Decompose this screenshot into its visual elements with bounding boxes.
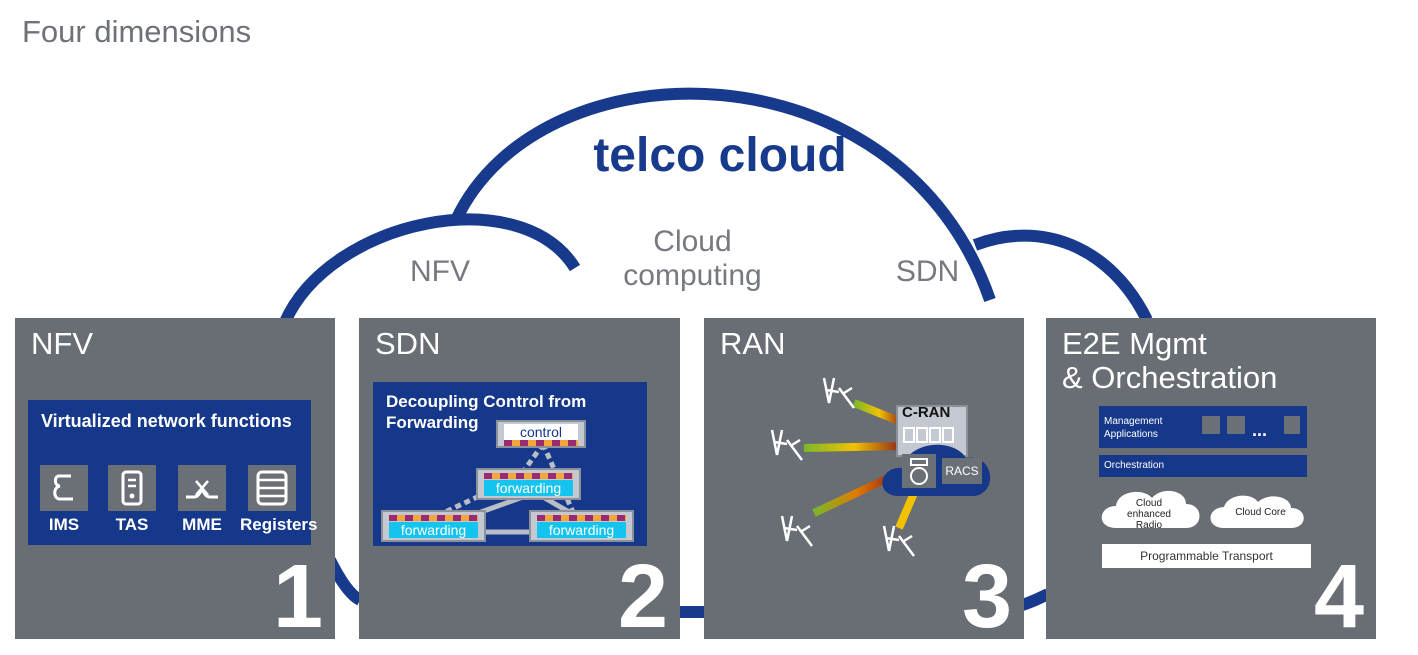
cloud-shapes: [1101, 490, 1304, 528]
vnf-item-ims: IMS: [32, 465, 96, 535]
cloud-sdn-label: SDN: [895, 255, 960, 288]
settings-icon: [1227, 416, 1245, 434]
vnf-box-title: Virtualized network functions: [41, 411, 292, 431]
forwarding-label: forwarding: [537, 522, 626, 538]
panel-nfv: NFV Virtualized network functions IMS TA…: [15, 318, 335, 639]
forwarding-box: forwarding: [476, 468, 581, 500]
panel-title: E2E Mgmt & Orchestration: [1062, 327, 1277, 395]
vnf-item-mme: MME: [170, 465, 234, 535]
panel-title-line2: & Orchestration: [1062, 360, 1278, 395]
cloud-nfv-label: NFV: [410, 255, 470, 288]
cloud-core-label: Cloud Core: [1235, 507, 1286, 518]
forwarding-box: forwarding: [529, 510, 634, 542]
vnf-item-registers: Registers: [240, 465, 318, 535]
mme-icon: [178, 465, 226, 511]
racs-label: RACS: [942, 458, 982, 484]
vnf-item-tas: TAS: [100, 465, 164, 535]
vnf-label: TAS: [115, 515, 149, 534]
telco-cloud-label: telco cloud: [593, 129, 847, 182]
sdn-title-line2: Forwarding: [386, 413, 479, 432]
sdn-box-title: Decoupling Control from Forwarding: [386, 391, 586, 433]
ims-icon: [40, 465, 88, 511]
panel-title: SDN: [375, 326, 441, 361]
cloud1-line3: Radio: [1135, 520, 1163, 531]
management-applications-bar: Management Applications ...: [1099, 406, 1307, 448]
forwarding-label: forwarding: [389, 522, 478, 538]
page-title: Four dimensions: [22, 14, 252, 49]
sdn-title-line1: Decoupling Control from: [386, 392, 587, 411]
panel-number: 4: [1313, 547, 1364, 639]
registers-icon: [248, 465, 296, 511]
panel-sdn: SDN Decoupling Control from Forwarding c…: [359, 318, 680, 639]
panel-title: NFV: [31, 326, 93, 361]
forwarding-box: forwarding: [381, 510, 486, 542]
panel-number: 2: [617, 547, 668, 639]
panel-number: 3: [961, 547, 1012, 639]
forwarding-stripe: [389, 515, 478, 521]
cloud1-line1: Cloud: [1135, 498, 1163, 509]
tas-icon: [108, 465, 156, 511]
apps-icon: [1202, 416, 1220, 434]
vnf-label: MME: [182, 515, 222, 534]
vnf-label: IMS: [48, 515, 80, 534]
sdn-box: Decoupling Control from Forwarding contr…: [373, 382, 647, 546]
cloud1-line2: enhanced: [1127, 509, 1171, 520]
more-ellipsis: ...: [1252, 420, 1268, 440]
vnf-label: Registers: [240, 515, 318, 534]
forwarding-label: forwarding: [484, 480, 573, 496]
cloud-enhanced-radio-label: Cloud enhanced Radio: [1110, 498, 1188, 531]
mgmt-line2: Applications: [1104, 429, 1158, 440]
control-box: control: [496, 420, 586, 448]
panel-title-line1: E2E Mgmt: [1062, 326, 1207, 361]
panel-e2e-mgmt: E2E Mgmt & Orchestration Management Appl…: [1046, 318, 1376, 639]
cloud-computing-line2: computing: [623, 259, 762, 292]
forwarding-stripe: [537, 515, 626, 521]
panel-number: 1: [272, 547, 323, 639]
control-stripe: [504, 440, 578, 446]
mgmt-line1: Management: [1104, 416, 1163, 427]
programmable-transport-bar: Programmable Transport: [1102, 544, 1311, 568]
control-label: control: [504, 424, 578, 440]
vnf-box: Virtualized network functions IMS TAS MM…: [28, 400, 318, 545]
cran-label: C-RAN: [902, 404, 951, 421]
cloud-computing-label: Cloud computing: [600, 225, 785, 293]
orchestration-label: Orchestration: [1104, 460, 1165, 471]
orchestration-bar: Orchestration: [1099, 455, 1307, 477]
panel-ran: RAN C-RAN RACS 3: [704, 318, 1024, 639]
cloud-computing-line1: Cloud: [653, 225, 732, 258]
cran-diagram: [770, 377, 991, 557]
panel-title: RAN: [720, 326, 786, 361]
management-applications-label: Management Applications: [1104, 415, 1162, 441]
forwarding-stripe: [484, 473, 573, 479]
server-icon: [1284, 416, 1300, 434]
